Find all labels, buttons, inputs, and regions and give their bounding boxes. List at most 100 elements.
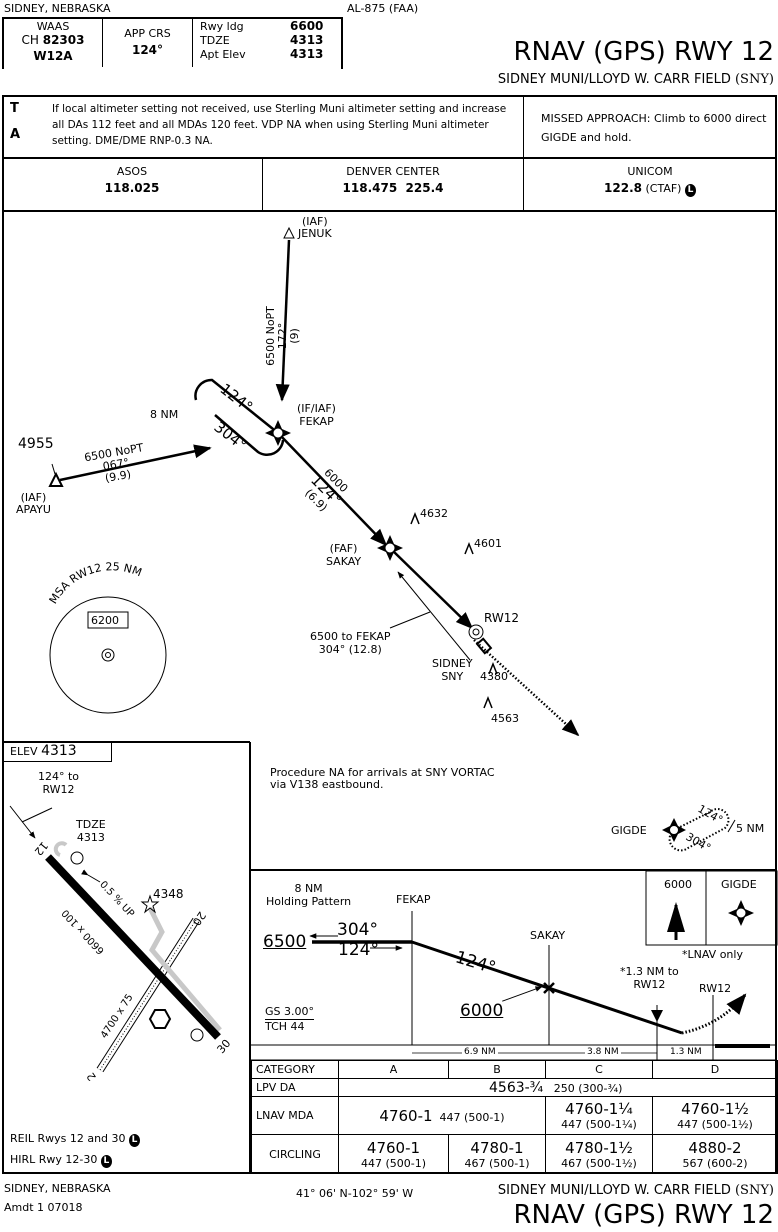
lnav-hat-ab: 447 (500-1): [439, 1110, 505, 1124]
hirl-note: HIRL Rwy 12-30: [10, 1153, 98, 1166]
profile-sakay: SAKAY: [530, 929, 566, 942]
airport-coordinates: 41° 06' N-102° 59' W: [296, 1187, 414, 1200]
footer-airport-id: (SNY): [734, 1183, 774, 1198]
profile-hold-distance: 8 NM: [294, 882, 323, 895]
feeder-course: 304° (12.8): [318, 643, 382, 656]
circling-mda-a: 4760-1: [366, 1138, 421, 1157]
profile-outbound-course: 304°: [337, 920, 378, 940]
glideslope: GS 3.00°: [265, 1005, 314, 1020]
fekap-name: FEKAP: [299, 415, 334, 428]
apayu-elevation: 4955: [18, 436, 54, 452]
apayu-name: APAYU: [16, 503, 51, 516]
circling-hat-b: 467 (500-1): [464, 1156, 530, 1170]
msa-circle: [49, 596, 167, 714]
category-b: B: [448, 1060, 546, 1079]
jenuk-role: (IAF): [302, 215, 328, 228]
unicom-label: UNICOM: [627, 165, 673, 178]
category-header: CATEGORY: [251, 1060, 339, 1079]
jenuk-fix-icon: [283, 226, 295, 239]
rw12-label: RW12: [484, 611, 519, 625]
distance-fekap-sakay: 6.9 NM: [462, 1047, 498, 1058]
msa-label: MSA RW12 25 NM: [47, 560, 144, 606]
category-c: C: [545, 1060, 653, 1079]
rwy-ldg-label: Rwy ldg: [200, 20, 244, 33]
footer-airport: SIDNEY MUNI/LLOYD W. CARR FIELD: [497, 1183, 731, 1198]
center-freq: 118.475 225.4: [342, 181, 444, 195]
briefing-strip: [2, 17, 343, 69]
category-d: D: [652, 1060, 778, 1079]
circling-hat-d: 567 (600-2): [682, 1156, 748, 1170]
circling-mda-d: 4880-2: [688, 1138, 742, 1157]
location: SIDNEY, NEBRASKA: [4, 2, 111, 15]
distance-vdp-threshold: 1.3 NM: [670, 1047, 702, 1057]
lnav-mda-c: 4760-1¼: [565, 1100, 633, 1118]
profile-inbound-course: 124°: [338, 940, 379, 960]
profile-faf-altitude: 6000: [460, 1001, 504, 1021]
airport-elevation: 4313: [41, 743, 77, 759]
profile-hold-label: Holding Pattern: [266, 895, 352, 908]
gigde-hold-distance: 5 NM: [736, 822, 765, 835]
profile-fekap: FEKAP: [396, 893, 431, 906]
apayu-fix-icon: [48, 471, 64, 487]
svg-text:MSA RW12 25 NM: MSA RW12 25 NM: [47, 560, 144, 606]
tch: TCH 44: [265, 1020, 305, 1033]
procedure-title: RNAV (GPS) RWY 12: [513, 37, 774, 67]
elev-label: ELEV: [10, 745, 38, 758]
tdze-value: 4313: [76, 831, 105, 844]
obstacle-elevation: 4563: [491, 712, 519, 725]
footer-title: RNAV (GPS) RWY 12: [513, 1200, 774, 1230]
circling-mda-b: 4780-1: [470, 1138, 524, 1157]
obstacle-icon: [410, 511, 420, 525]
category-a: A: [338, 1060, 449, 1079]
ch-value: 82303: [42, 33, 85, 47]
hold-distance: 8 NM: [150, 408, 179, 421]
obstacle-elevation: 4632: [420, 507, 448, 520]
profile-initial-altitude: 6500: [263, 932, 307, 952]
tdze-value: 4313: [290, 33, 324, 47]
vortac-elevation: 4380: [480, 670, 508, 683]
fekap-waypoint-icon: [265, 420, 291, 446]
lnav-hat-c: 447 (500-1¼): [561, 1118, 637, 1131]
asos-freq: 118.025: [104, 181, 160, 195]
obstacle-icon: [464, 541, 474, 555]
pilot-controlled-lighting-icon: L: [129, 1134, 141, 1147]
obstacle-elevation: 4348: [153, 887, 184, 901]
vdp-icon: [651, 1010, 663, 1022]
vortac-icon: [468, 624, 484, 640]
distance-sakay-vdp: 3.8 NM: [585, 1047, 621, 1058]
unicom-freq: 122.8: [604, 181, 642, 195]
feeder-route: 6500 to FEKAP: [310, 630, 391, 643]
obstacle-icon: [488, 661, 498, 675]
lnav-hat-d: 447 (500-1½): [677, 1118, 753, 1131]
procedure-notes: If local altimeter setting not received,…: [52, 103, 507, 147]
footer-location: SIDNEY, NEBRASKA: [4, 1182, 111, 1195]
chart-id: AL-875 (FAA): [347, 2, 419, 15]
faf-cross-icon: [543, 982, 555, 994]
reil-note: REIL Rwys 12 and 30: [10, 1132, 126, 1145]
lpv-da: 4563-¾: [489, 1079, 544, 1096]
gigde-name: GIGDE: [611, 824, 647, 837]
ctaf-label: (CTAF): [645, 182, 682, 195]
runway-12-30: [45, 854, 221, 1040]
obstacle-icon: [483, 695, 493, 709]
inbound-course: 124° to: [38, 770, 80, 783]
airport-icon: [475, 637, 493, 655]
fekap-role: (IF/IAF): [297, 402, 336, 415]
airport-id: (SNY): [734, 72, 774, 87]
circling-label: CIRCLING: [251, 1134, 339, 1174]
waas-id: W12A: [33, 49, 73, 63]
ch-label: CH: [21, 33, 39, 47]
pilot-controlled-lighting-icon: L: [100, 1155, 112, 1168]
alternate-minimums-icon: A: [10, 127, 21, 142]
lnav-label: LNAV MDA: [251, 1096, 339, 1135]
apayu-role: (IAF): [20, 491, 47, 504]
msa-altitude: 6200: [91, 614, 119, 627]
beacon-icon: [148, 1009, 172, 1029]
inbound-runway: RW12: [42, 783, 75, 796]
tdze-label: TDZE: [200, 34, 230, 47]
holding-pattern: [194, 378, 285, 457]
airport-name: SIDNEY MUNI/LLOYD W. CARR FIELD: [497, 72, 731, 87]
minimums-table: CATEGORY A B C D LPV DA 4563-¾ 250 (300-…: [251, 1060, 778, 1174]
obstacle-elevation: 4601: [474, 537, 502, 550]
